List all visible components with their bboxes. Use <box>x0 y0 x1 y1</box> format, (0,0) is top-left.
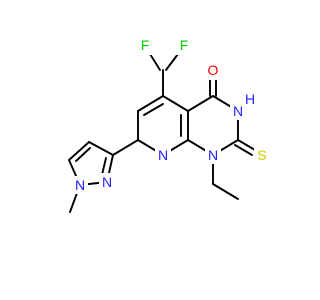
bond-pz-c4-c3 <box>88 141 114 156</box>
atom-o-carbonyl: O <box>208 62 219 78</box>
atom-f-right: F <box>180 37 189 53</box>
atom-pyrazole-n1: N <box>75 177 85 193</box>
bond-c7-pyrazole <box>112 139 139 156</box>
bond-c6-c5-inner <box>143 103 164 116</box>
atom-n3: N <box>233 103 243 119</box>
bond-ch2-ch3 <box>212 183 239 200</box>
atom-s-thione: S <box>257 147 266 163</box>
atom-n8: N <box>158 147 168 163</box>
bond-c2-s-2 <box>234 144 253 156</box>
bond-pz-c5-c4-inner <box>75 147 91 162</box>
structure-canvas: F F O N H N N S N N <box>68 37 270 213</box>
atom-f-left: F <box>141 37 150 53</box>
bond-c5-c4a <box>162 95 189 112</box>
atom-n1: N <box>208 147 218 163</box>
bond-c4a-c4 <box>187 95 214 112</box>
atom-label-layer: F F O N H N N S N N <box>72 37 270 194</box>
bond-c2-s-1 <box>237 139 256 151</box>
bond-layer <box>68 45 256 213</box>
atom-n3-hydrogen: H <box>245 91 255 107</box>
bond-c6-c5-outer <box>137 95 164 112</box>
molecule-structure: F F O N H N N S N N <box>68 37 270 213</box>
atom-pyrazole-n2: N <box>102 174 112 190</box>
bond-pz-c5-c4 <box>68 141 90 161</box>
